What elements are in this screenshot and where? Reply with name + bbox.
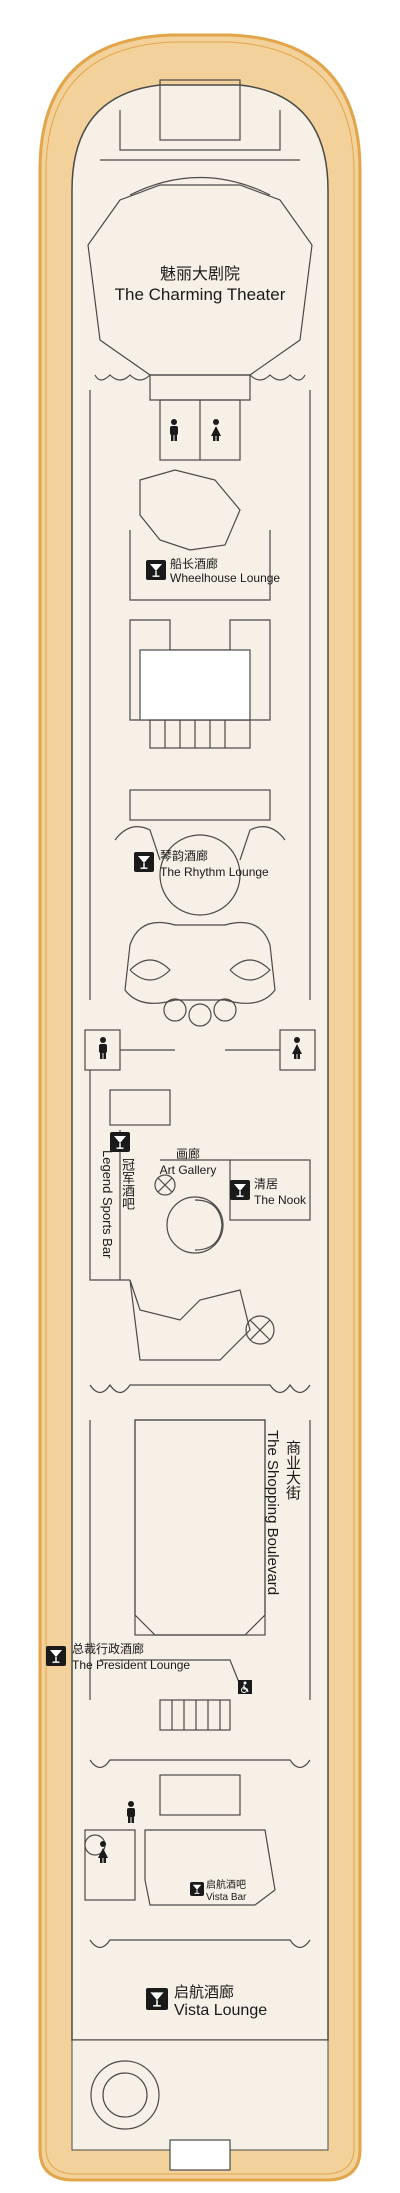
gallery-label-en: Art Gallery [159, 1163, 217, 1177]
rhythm-label-en: The Rhythm Lounge [160, 865, 269, 879]
shopping-label-en: The Shopping Boulevard [264, 1430, 281, 1596]
vista-lounge-label-zh: 启航酒廊 [174, 1983, 235, 2001]
cocktail-glass-icon [46, 1646, 66, 1666]
theater-label-zh: 魅丽大剧院 [159, 264, 241, 283]
cocktail-glass-icon [146, 1988, 168, 2010]
interior-deck [71, 84, 329, 2041]
legend-label-en: Legend Sports Bar [100, 1150, 115, 1259]
vista-bar-label-en: Vista Bar [206, 1892, 247, 1903]
man-icon [122, 1800, 140, 1824]
theater-outline [87, 184, 313, 376]
woman-icon [207, 418, 225, 442]
theater-label-en: The Charming Theater [114, 285, 286, 304]
vista-lounge-label-en: Vista Lounge [174, 2002, 268, 2019]
cocktail-glass-icon [134, 852, 154, 872]
president-label-en: The President Lounge [72, 1658, 191, 1672]
nook-label-en: The Nook [254, 1193, 307, 1207]
cocktail-glass-icon [110, 1132, 130, 1152]
gallery-label-zh: 画廊 [175, 1147, 201, 1161]
president-label-zh: 总裁行政酒廊 [72, 1642, 145, 1656]
rhythm-label-zh: 琴韵酒廊 [160, 849, 209, 863]
wheelhouse-label-en: Wheelhouse Lounge [170, 571, 281, 585]
man-icon [94, 1036, 112, 1060]
man-icon [165, 418, 183, 442]
vista-bar-label-zh: 启航酒吧 [206, 1880, 246, 1891]
legend-label-zh: 冠军酒吧 [120, 1158, 135, 1210]
shopping-label-zh: 商业大街 [284, 1440, 301, 1500]
wheelchair-icon [238, 1680, 252, 1694]
cocktail-glass-icon [230, 1180, 250, 1200]
wheelhouse-label-zh: 船长酒廊 [170, 557, 219, 571]
woman-icon [94, 1840, 112, 1864]
nook-label-zh: 清居 [254, 1177, 279, 1191]
woman-icon [288, 1036, 306, 1060]
cocktail-glass-icon [146, 560, 166, 580]
cocktail-glass-icon [190, 1882, 204, 1896]
